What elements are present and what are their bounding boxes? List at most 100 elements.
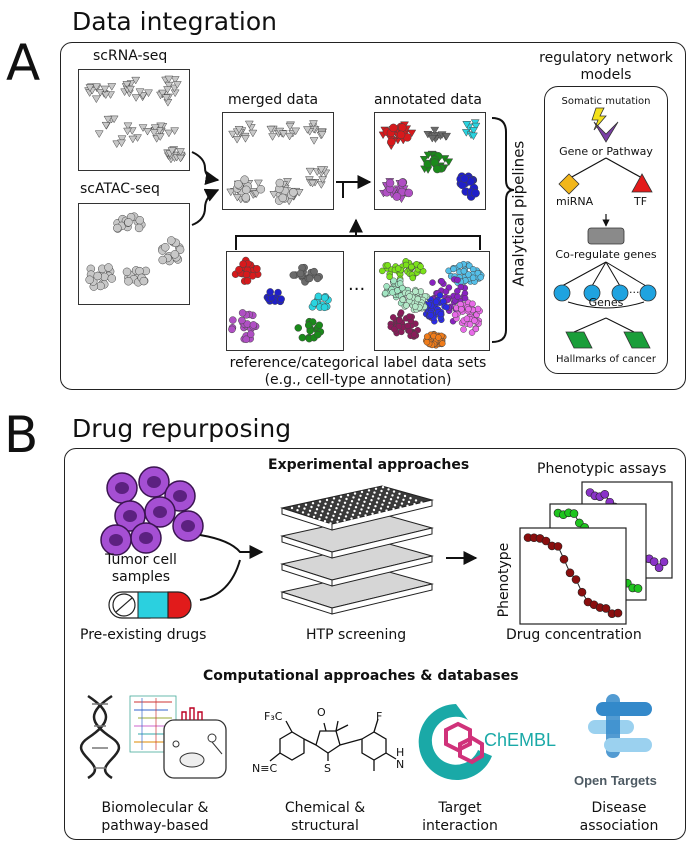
mol-o-label: O [317, 706, 326, 719]
concentration-axis-label: Drug concentration [506, 627, 642, 643]
gene-node-1 [553, 284, 571, 302]
scrna-scatter [84, 75, 187, 164]
tf-label: TF [634, 195, 648, 208]
mol-n-label: N [396, 758, 405, 771]
annotated-scatter [378, 119, 481, 204]
drugs-to-htp-arrow [199, 559, 241, 601]
annotated-label: annotated data [374, 92, 482, 108]
genes-dots: ... [629, 283, 640, 296]
gene-node-4 [639, 284, 657, 302]
network-title-1: regulatory network [539, 50, 673, 66]
chembl-logo [418, 704, 492, 780]
hallmark-parallelogram-1 [565, 331, 593, 349]
somatic-mutation-label: Somatic mutation [561, 96, 651, 107]
cell-signaling-icon [163, 707, 227, 779]
gene-link-4 [605, 261, 647, 287]
scrna-box [78, 69, 190, 171]
coregulate-label: Co-regulate genes [555, 248, 657, 261]
merged-box [222, 112, 334, 210]
network-frame [544, 86, 668, 374]
drugs-label: Pre-existing drugs [80, 627, 207, 643]
gene-link-3 [605, 261, 621, 287]
chemical-label-1: Chemical & [284, 800, 366, 816]
tumor-to-htp-arrow [199, 534, 264, 559]
scatac-scatter [85, 212, 185, 291]
gene-node-2 [583, 284, 601, 302]
dna-helix-icon [79, 694, 121, 780]
annotated-box [374, 112, 486, 210]
mirna-diamond-icon [558, 173, 580, 195]
gene-to-tf-line [605, 157, 643, 179]
experimental-heading: Experimental approaches [268, 457, 470, 473]
pipelines-brace [491, 117, 515, 343]
open-targets-logo [588, 694, 652, 758]
biomolecular-pathway-icon [79, 694, 227, 780]
gene-link-1 [561, 261, 607, 287]
panel-a-letter: A [6, 34, 41, 92]
scatac-label: scATAC-seq [80, 181, 160, 197]
panel-a-frame [60, 42, 686, 390]
mol-f3c-label: F₃C [264, 710, 283, 723]
gene-link-2 [591, 261, 607, 287]
gene-to-mirna-line [569, 157, 607, 179]
biomolecular-label-1: Biomolecular & [101, 800, 209, 816]
reference-label-1: reference/categorical label data sets [229, 355, 487, 371]
scrna-to-merged-arrow [191, 151, 220, 185]
mutation-chevron-icon [593, 121, 619, 143]
biomolecular-label-2: pathway-based [101, 818, 209, 834]
panel-a-title: Data integration [72, 7, 277, 36]
phenotypic-assays-plots [519, 481, 673, 625]
mol-f-label: F [376, 710, 383, 723]
coregulate-box [587, 227, 625, 245]
chembl-text: ChEMBL [484, 730, 557, 750]
target-label-1: Target [438, 800, 482, 816]
panel-b-letter: B [4, 406, 39, 464]
chemical-structure-icon [269, 718, 397, 771]
hallmark-parallelogram-2 [623, 331, 651, 349]
tumor-label-2: samples [111, 569, 171, 585]
tumor-cells-illustration [100, 466, 204, 556]
network-title-2: models [580, 67, 632, 83]
merged-label: merged data [228, 92, 319, 108]
assays-label: Phenotypic assays [537, 461, 667, 477]
ellipsis: ··· [348, 279, 366, 300]
panel-b-frame [64, 448, 686, 840]
disease-label-2: association [579, 818, 659, 834]
tf-triangle-icon [631, 173, 653, 193]
target-label-2: interaction [422, 818, 498, 834]
chemical-label-2: structural [291, 818, 359, 834]
htp-label: HTP screening [306, 627, 407, 643]
hallmark-link-2 [605, 317, 635, 333]
mirna-label: miRNA [556, 195, 594, 208]
reference-box-1 [226, 251, 344, 351]
panel-b-title: Drug repurposing [72, 414, 292, 443]
reference-bracket [235, 235, 481, 250]
hallmark-link-1 [573, 317, 607, 333]
mol-s-label: S [324, 762, 331, 775]
hallmarks-label: Hallmarks of cancer [556, 354, 656, 365]
open-targets-text: Open Targets [574, 773, 657, 788]
gene-or-pathway-label: Gene or Pathway [559, 145, 653, 158]
htp-plates-illustration [280, 485, 434, 615]
scatac-to-merged-arrow [191, 188, 220, 226]
genes-bracket [567, 301, 645, 309]
network-diagram [553, 107, 657, 349]
reference-scatter-1 [228, 256, 332, 344]
disease-label-1: Disease [591, 800, 647, 816]
mol-h-label: H [396, 746, 405, 759]
pill-icon [108, 591, 192, 619]
phenotype-axis-label: Phenotype [495, 542, 512, 618]
mol-nc-label: N≡C [252, 762, 278, 775]
reference-label-2: (e.g., cell-type annotation) [264, 372, 452, 388]
gene-node-3 [611, 284, 629, 302]
tumor-label-1: Tumor cell [105, 552, 177, 568]
genes-label: Genes [588, 296, 624, 309]
reference-scatter-2 [379, 258, 485, 349]
lightning-icon [591, 107, 607, 131]
scatac-box [78, 203, 190, 305]
computational-heading: Computational approaches & databases [203, 668, 519, 684]
merged-scatter [226, 120, 331, 206]
scrna-label: scRNA-seq [93, 48, 168, 64]
